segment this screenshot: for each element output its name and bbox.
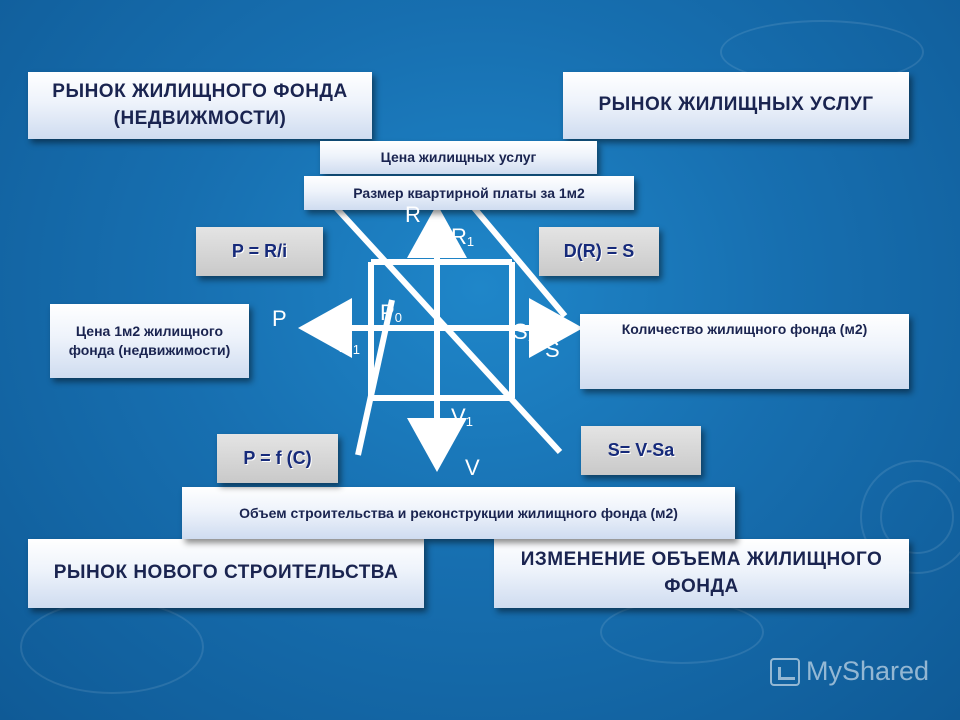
housing-services-market-label: РЫНОК ЖИЛИЩНЫХ УСЛУГ (598, 94, 874, 116)
label-s1: S1 (513, 319, 535, 344)
services-price-box: Цена жилищных услуг (320, 141, 597, 174)
stock-volume-change-label: ИЗМЕНЕНИЕ ОБЪЕМА ЖИЛИЩНОГО ФОНДА (520, 548, 883, 597)
construction-volume-box: Объем строительства и реконструкции жили… (182, 487, 735, 539)
formula-d-r-s-text: D(R) = S (563, 241, 635, 261)
formula-s-v-sa-text: S= V-Sa (607, 440, 675, 460)
housing-stock-market-label: РЫНОК ЖИЛИЩНОГО ФОНДА (НЕДВИЖМОСТИ) (52, 80, 348, 129)
label-v: V (465, 455, 480, 480)
label-p0: P0 (380, 300, 402, 325)
label-v1: V1 (451, 404, 473, 429)
housing-stock-market-box: РЫНОК ЖИЛИЩНОГО ФОНДА (НЕДВИЖМОСТИ) (28, 72, 372, 139)
myshared-logo-icon (770, 657, 800, 686)
supply-line (461, 194, 568, 318)
demand-line (315, 185, 563, 455)
myshared-logo-text: MyShared (806, 656, 930, 686)
formula-d-r-s: D(R) = S (539, 227, 659, 276)
ripple-decoration (860, 460, 960, 574)
label-s: S (545, 337, 560, 362)
new-construction-market-box: РЫНОК НОВОГО СТРОИТЕЛЬСТВА (28, 539, 424, 608)
price-per-m2-label: Цена 1м2 жилищного фонда (недвижимости) (68, 323, 231, 358)
rent-size-label: Размер квартирной платы за 1м2 (353, 184, 585, 201)
cost-line (355, 299, 395, 456)
formula-p-r-i-text: P = R/i (231, 241, 288, 261)
housing-services-market-box: РЫНОК ЖИЛИЩНЫХ УСЛУГ (563, 72, 909, 139)
myshared-logo: MyShared (770, 656, 929, 687)
stock-quantity-box: Количество жилищного фонда (м2) (580, 314, 909, 389)
price-per-m2-box: Цена 1м2 жилищного фонда (недвижимости) (50, 304, 249, 378)
label-r1: R1 (451, 224, 475, 249)
formula-p-f-c: P = f (C) (217, 434, 338, 483)
new-construction-market-label: РЫНОК НОВОГО СТРОИТЕЛЬСТВА (53, 562, 399, 584)
rent-size-box: Размер квартирной платы за 1м2 (304, 176, 634, 210)
label-p1: P1 (338, 332, 360, 357)
formula-s-v-sa: S= V-Sa (581, 426, 701, 475)
services-price-label: Цена жилищных услуг (380, 149, 537, 166)
label-p: P (272, 306, 287, 331)
stock-quantity-label: Количество жилищного фонда (м2) (621, 321, 868, 337)
stock-volume-change-box: ИЗМЕНЕНИЕ ОБЪЕМА ЖИЛИЩНОГО ФОНДА (494, 539, 909, 608)
formula-p-f-c-text: P = f (C) (243, 448, 312, 468)
construction-volume-label: Объем строительства и реконструкции жили… (239, 504, 678, 521)
formula-p-r-i: P = R/i (196, 227, 323, 276)
label-r: R (405, 202, 421, 227)
